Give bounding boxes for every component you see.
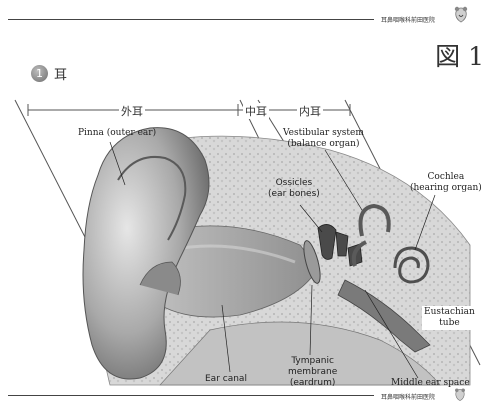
bottom-clinic-name: 耳鼻咽喉科前田医院 xyxy=(381,392,435,401)
label-pinna: Pinna (outer ear) xyxy=(78,128,156,139)
label-eustachian: Eustachian tube xyxy=(422,306,477,330)
label-vestibular: Vestibular system (balance organ) xyxy=(283,128,364,150)
label-pinna-line1: Pinna (outer ear) xyxy=(78,128,156,139)
region-label-outer: 外耳 xyxy=(119,103,145,119)
bottom-header-rule xyxy=(8,395,374,396)
label-ear-canal-line1: Ear canal xyxy=(205,374,247,385)
label-vestibular-line1: Vestibular system xyxy=(283,128,364,139)
label-ossicles: Ossicles (ear bones) xyxy=(268,178,320,200)
footer-clinic-logo-icon xyxy=(452,387,468,403)
label-cochlea-line2: (hearing organ) xyxy=(410,183,482,194)
label-ossicles-line1: Ossicles xyxy=(268,178,320,189)
label-vestibular-line2: (balance organ) xyxy=(283,139,364,150)
label-tympanic-line3: (eardrum) xyxy=(288,378,337,389)
region-label-middle: 中耳 xyxy=(243,103,269,119)
label-tympanic-line1: Tympanic xyxy=(288,356,337,367)
label-eustachian-line1: Eustachian xyxy=(424,307,475,318)
label-tympanic: Tympanic membrane (eardrum) xyxy=(288,356,337,389)
label-eustachian-line2: tube xyxy=(424,318,475,329)
label-tympanic-line2: membrane xyxy=(288,367,337,378)
label-cochlea-line1: Cochlea xyxy=(410,172,482,183)
label-ear-canal: Ear canal xyxy=(205,374,247,385)
region-label-inner: 内耳 xyxy=(297,103,323,119)
label-cochlea: Cochlea (hearing organ) xyxy=(410,172,482,194)
label-ossicles-line2: (ear bones) xyxy=(268,189,320,200)
